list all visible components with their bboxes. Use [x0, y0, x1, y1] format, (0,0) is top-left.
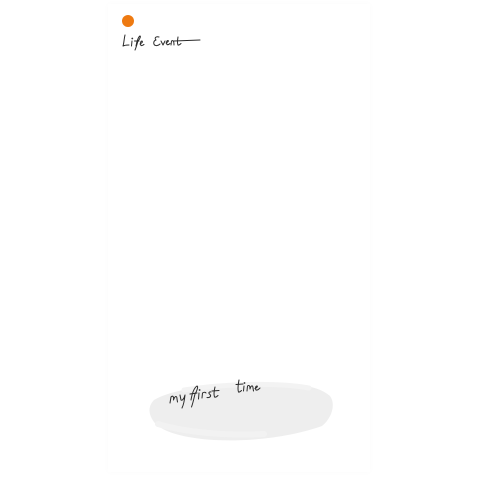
life-event-label: Life Event: [121, 31, 201, 53]
life-event-handwriting: [122, 34, 201, 51]
caption-handwriting: [169, 379, 261, 409]
caption-graphic: [149, 379, 333, 441]
brush-stroke: [149, 383, 333, 441]
status-dot: [122, 15, 134, 27]
caption-box[interactable]: my first time: [144, 366, 340, 450]
